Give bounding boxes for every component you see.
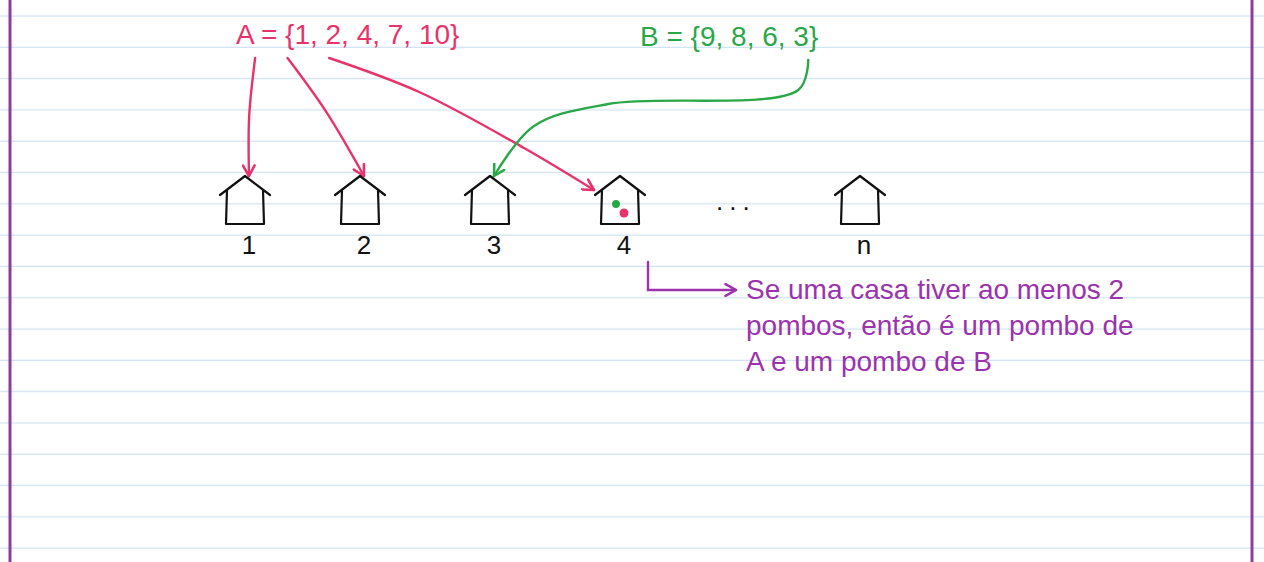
house-outline: [217, 174, 273, 226]
ellipsis-label: ...: [716, 186, 756, 217]
house-outline: [332, 174, 388, 226]
set-text-block: B = {9, 8, 6, 3}: [636, 18, 822, 56]
house-outline: [220, 176, 270, 224]
arrow-connector: [329, 58, 594, 190]
pigeon-dot: [612, 200, 620, 208]
house-number: 2: [332, 230, 396, 260]
house-outline: [465, 176, 515, 224]
arrow-connector: [249, 58, 255, 176]
note-text: Se uma casa tiver ao menos 2 pombos, ent…: [742, 270, 1152, 382]
arrow-connector: [494, 60, 808, 176]
house-number: 1: [217, 230, 281, 260]
set-text: A = {1, 2, 4, 7, 10}: [232, 16, 463, 54]
house-outline: [335, 176, 385, 224]
house-outline: [595, 176, 645, 224]
note-block: Se uma casa tiver ao menos 2 pombos, ent…: [742, 270, 1152, 382]
house-outline: [462, 174, 518, 226]
pigeonhole-house: 1: [217, 174, 281, 260]
house-number: 4: [592, 230, 656, 260]
page-frame: [10, 0, 1252, 562]
arrow-connector: [288, 58, 364, 176]
pigeonhole-house: 3: [462, 174, 526, 260]
house-number: n: [832, 230, 896, 260]
house-outline: [832, 174, 888, 226]
house-outline: [835, 176, 885, 224]
set-text: B = {9, 8, 6, 3}: [636, 18, 822, 56]
arrow-connector: [648, 262, 736, 290]
pigeonhole-house: 2: [332, 174, 396, 260]
pigeon-dot: [620, 209, 629, 218]
house-outline: [592, 174, 648, 226]
set-text-block: A = {1, 2, 4, 7, 10}: [232, 16, 463, 54]
house-number: 3: [462, 230, 526, 260]
pigeonhole-house: n: [832, 174, 896, 260]
pigeonhole-house: 4: [592, 174, 656, 260]
